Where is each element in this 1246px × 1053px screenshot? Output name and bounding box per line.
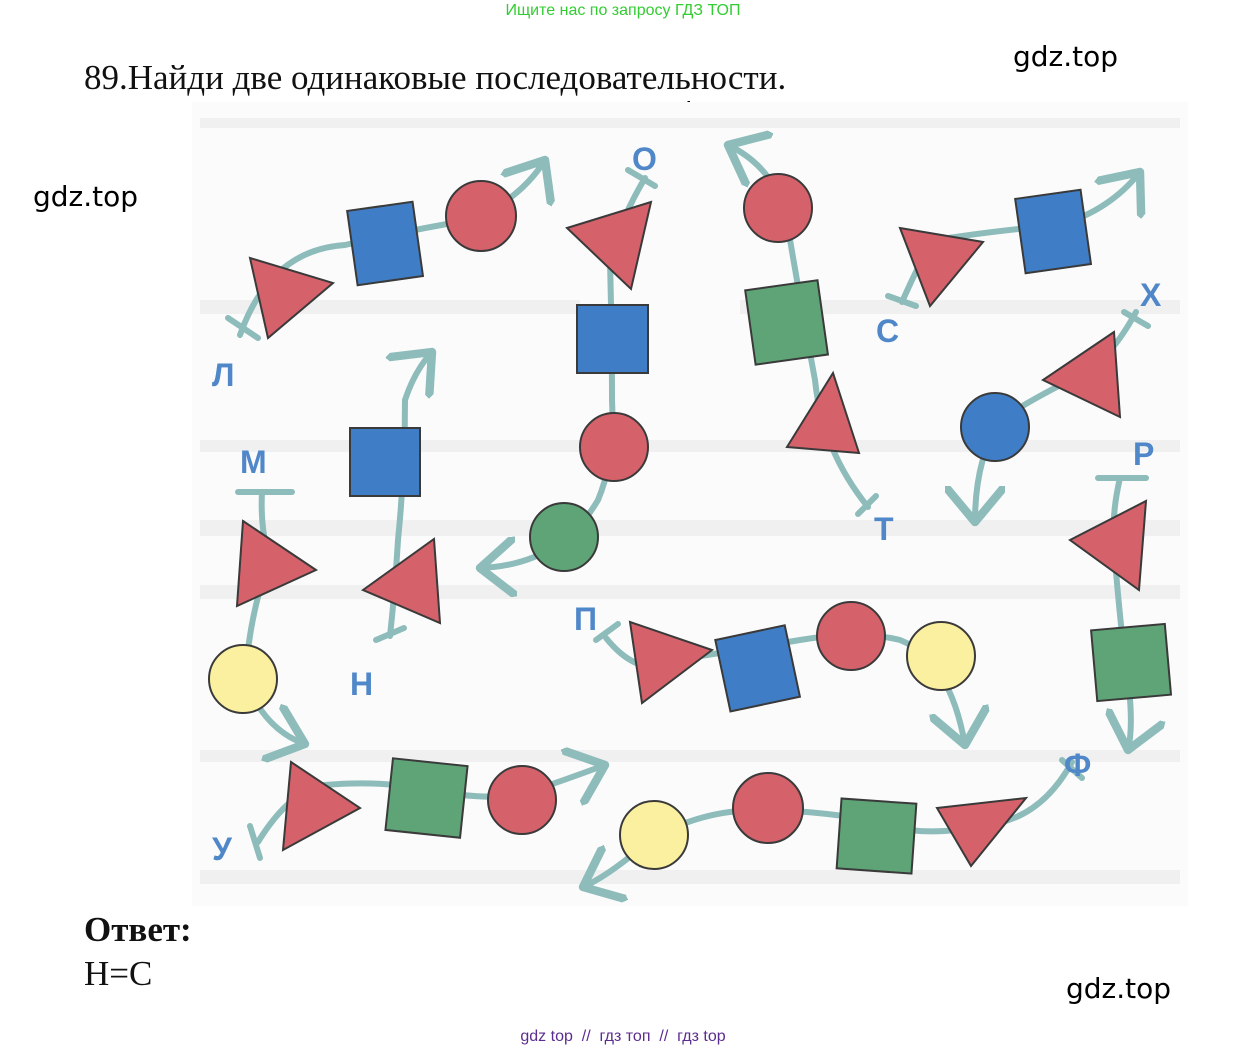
square-shape <box>714 624 802 713</box>
triangle-shape <box>565 200 653 291</box>
circle-shape <box>960 392 1030 462</box>
letter-kh: Х <box>1140 277 1162 313</box>
square-shape <box>835 797 918 875</box>
square-shape <box>384 757 469 839</box>
letter-f: Ф <box>1064 747 1091 783</box>
shape-sequences-illustration: Л О С Х М Н Т Р П Ф У <box>192 102 1188 906</box>
letter-r: Р <box>1133 436 1154 472</box>
letter-t: Т <box>874 511 894 547</box>
triangle-shape <box>235 519 319 608</box>
letter-p: П <box>574 601 597 637</box>
watermark: gdz.top <box>1013 40 1119 73</box>
circle-shape <box>445 180 517 252</box>
letter-n: Н <box>350 666 373 702</box>
triangle-shape <box>628 620 715 705</box>
letter-s: С <box>876 313 899 349</box>
circle-shape <box>619 800 689 870</box>
circle-shape <box>579 412 649 482</box>
square-shape <box>1090 622 1173 703</box>
triangle-shape <box>1068 499 1148 592</box>
triangle-shape <box>1040 330 1122 419</box>
answer-label: Ответ: <box>84 910 192 949</box>
letter-l: Л <box>212 357 234 393</box>
triangle-shape <box>785 370 861 455</box>
triangle-shape <box>281 760 362 852</box>
answer-value: Н=С <box>84 954 153 993</box>
circle-shape <box>529 502 599 572</box>
footer-links[interactable]: gdz top // гдз топ // гдз top <box>520 1028 726 1045</box>
square-shape <box>349 427 421 497</box>
circle-shape <box>732 772 804 844</box>
triangle-shape <box>248 256 336 340</box>
sequence-m <box>235 489 305 744</box>
watermark: gdz.top <box>1066 972 1172 1005</box>
square-shape <box>744 279 830 366</box>
top-banner: Ищите нас по запросу ГДЗ ТОП <box>505 2 741 19</box>
circle-shape <box>487 765 557 835</box>
letter-m: М <box>240 444 267 480</box>
letter-o: О <box>632 141 657 177</box>
square-shape <box>576 304 649 374</box>
circle-shape <box>743 173 813 243</box>
square-shape <box>346 200 425 287</box>
watermark: gdz.top <box>33 180 139 213</box>
circle-shape <box>208 644 278 714</box>
triangle-shape <box>935 796 1029 868</box>
circle-shape <box>816 601 886 671</box>
triangle-shape <box>898 226 985 308</box>
triangle-shape <box>360 537 442 625</box>
square-shape <box>1014 188 1093 275</box>
letter-u: У <box>212 831 233 867</box>
task-title: 89.Найди две одинаковые последовательнос… <box>84 58 787 97</box>
circle-shape <box>906 621 976 691</box>
